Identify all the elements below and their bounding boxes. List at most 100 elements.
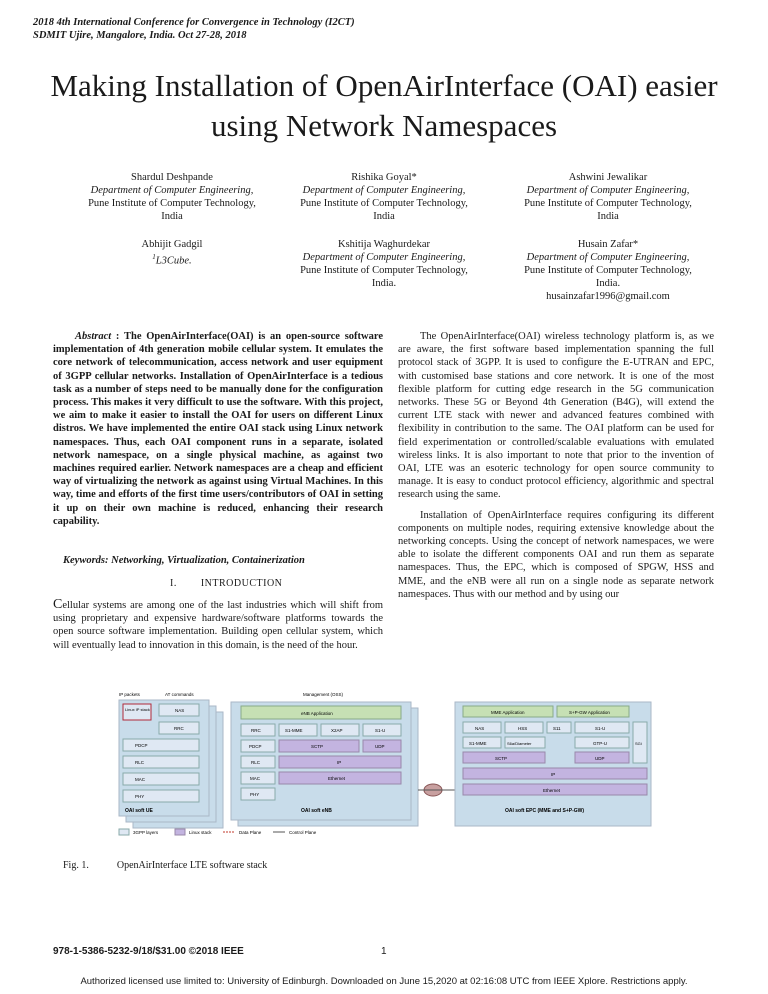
author-dept: Department of Computer Engineering,	[526, 252, 690, 263]
author-dept: Department of Computer Engineering,	[302, 252, 466, 263]
legend-linux: Linux stack	[189, 830, 212, 835]
author-country: India	[597, 211, 619, 222]
title-line-1: Making Installation of OpenAirInterface …	[50, 68, 718, 103]
enb-footer: OAI soft eNB	[301, 808, 332, 814]
legend-control-plane: Control Plane	[289, 830, 317, 835]
author-email[interactable]: husainzafar1996@gmail.com	[546, 291, 670, 302]
caption-label: Fig. 1.	[63, 860, 89, 871]
section-title: INTRODUCTION	[200, 578, 283, 589]
abstract: Abstract : The OpenAirInterface(OAI) is …	[53, 330, 383, 528]
epc-spgw-app-box	[556, 705, 630, 718]
paragraph: Installation of OpenAirInterface require…	[398, 509, 714, 600]
enb-rlc-box	[240, 755, 276, 769]
caption-text: OpenAirInterface LTE software stack	[116, 860, 268, 871]
epc-udp-label: UDP	[595, 756, 605, 761]
ue-phy-box	[122, 789, 200, 803]
epc-s11-box	[546, 721, 572, 734]
enb-mac-box	[240, 771, 276, 785]
page-number: 1	[381, 946, 387, 957]
enb-app-label: eNB Application	[301, 711, 333, 716]
abstract-text: : The OpenAirInterface(OAI) is an open-s…	[53, 331, 383, 527]
epc-s1u-box	[574, 721, 630, 734]
author-institute: Pune Institute of Computer Technology,	[524, 265, 692, 276]
author-country: India.	[595, 278, 621, 289]
epc-gtpu-box	[574, 736, 630, 749]
epc-s6a-label: S6a/Diameter	[507, 741, 532, 746]
section-number: I.	[170, 578, 177, 589]
epc-ip-box	[462, 767, 648, 780]
epc-s1u-label: S1-U	[595, 726, 605, 731]
enb-ip-box	[278, 755, 402, 769]
author-country: India	[161, 211, 183, 222]
legend-data-plane: Data Plane	[239, 830, 262, 835]
author-name: Kshitija Waghurdekar	[338, 239, 430, 250]
ue-footer: OAI soft UE	[125, 808, 153, 814]
epc-hss-label: HSS	[518, 726, 527, 731]
ue-pdcp-label: PDCP	[135, 743, 148, 748]
enb-x2ap-label: X2AP	[331, 728, 343, 733]
enb-phy-label: PHY	[250, 792, 259, 797]
enb-top-label: Management (OSS)	[303, 692, 344, 697]
epc-sgi-box	[632, 721, 648, 764]
title-line-2: using Network Namespaces	[210, 108, 558, 143]
epc-sgi-label: SGi	[635, 741, 642, 746]
conference-line-2: SDMIT Ujire, Mangalore, India. Oct 27-28…	[33, 30, 247, 41]
epc-gtpu-label: GTP-U	[593, 741, 607, 746]
enb-mac-label: MAC	[250, 776, 261, 781]
author-name: Shardul Deshpande	[131, 172, 213, 183]
enb-s1mme-label: S1-MME	[285, 728, 303, 733]
author-block: Kshitija Waghurdekar Department of Compu…	[284, 238, 484, 290]
enb-ethernet-label: Ethernet	[328, 776, 346, 781]
epc-hss-box	[504, 721, 544, 734]
epc-nas-label: NAS	[475, 726, 484, 731]
intro-paragraph: Cellular systems are among one of the la…	[53, 598, 383, 652]
author-name: Abhijit Gadgil	[141, 239, 203, 250]
enb-ethernet-box	[278, 771, 402, 785]
author-name: Husain Zafar*	[577, 239, 639, 250]
ue-top-label: AT commands	[165, 692, 194, 697]
ue-mac-label: MAC	[135, 777, 146, 782]
enb-phy-box	[240, 787, 276, 801]
author-institute: Pune Institute of Computer Technology,	[300, 265, 468, 276]
conference-header: 2018 4th International Conference for Co…	[33, 16, 355, 42]
abstract-label: Abstract	[75, 331, 112, 342]
enb-rlc-label: RLC	[251, 760, 261, 765]
author-block: Husain Zafar* Department of Computer Eng…	[508, 238, 708, 303]
right-column: The OpenAirInterface(OAI) wireless techn…	[398, 330, 714, 608]
enb-rrc-label: RRC	[251, 728, 261, 733]
keywords: Keywords: Networking, Virtualization, Co…	[63, 555, 305, 566]
paper-title: Making Installation of OpenAirInterface …	[40, 66, 728, 146]
ue-rrc-box	[158, 721, 200, 735]
enb-sctp-box	[278, 739, 360, 753]
license-notice: Authorized licensed use limited to: Univ…	[80, 976, 688, 987]
epc-sctp-box	[462, 751, 546, 764]
author-dept: Department of Computer Engineering,	[526, 185, 690, 196]
ue-phy-label: PHY	[135, 794, 144, 799]
author-dept: Department of Computer Engineering,	[90, 185, 254, 196]
author-block: Ashwini Jewalikar Department of Computer…	[508, 171, 708, 223]
ue-linux-ip-label: Linux IP stack	[125, 707, 150, 712]
epc-s6a-box	[504, 736, 546, 749]
epc-s1mme-label: S1-MME	[469, 741, 487, 746]
enb-udp-label: UDP	[375, 744, 385, 749]
author-name: Ashwini Jewalikar	[568, 172, 648, 183]
ue-nas-label: NAS	[175, 708, 184, 713]
footer-isbn: 978-1-5386-5232-9/18/$31.00 ©2018 IEEE	[53, 946, 244, 957]
ue-nas-box	[158, 703, 200, 717]
epc-sctp-label: SCTP	[495, 756, 507, 761]
author-country: India	[373, 211, 395, 222]
epc-footer: OAI soft EPC (MME and S+P-GW)	[505, 808, 584, 814]
enb-s1u-label: S1-U	[375, 728, 385, 733]
author-institute: Pune Institute of Computer Technology,	[88, 198, 256, 209]
dropcap: C	[53, 597, 63, 612]
section-heading: I. INTRODUCTION	[170, 578, 282, 589]
ue-mac-box	[122, 772, 200, 786]
affiliation-mark: 1	[152, 253, 156, 261]
author-country: India.	[371, 278, 397, 289]
intro-text: ellular systems are among one of the las…	[53, 600, 383, 651]
enb-ip-label: IP	[337, 760, 341, 765]
conference-line-1: 2018 4th International Conference for Co…	[33, 17, 355, 28]
enb-rrc-box	[240, 723, 276, 737]
enb-s1mme-box	[278, 723, 318, 737]
epc-ip-label: IP	[551, 772, 555, 777]
